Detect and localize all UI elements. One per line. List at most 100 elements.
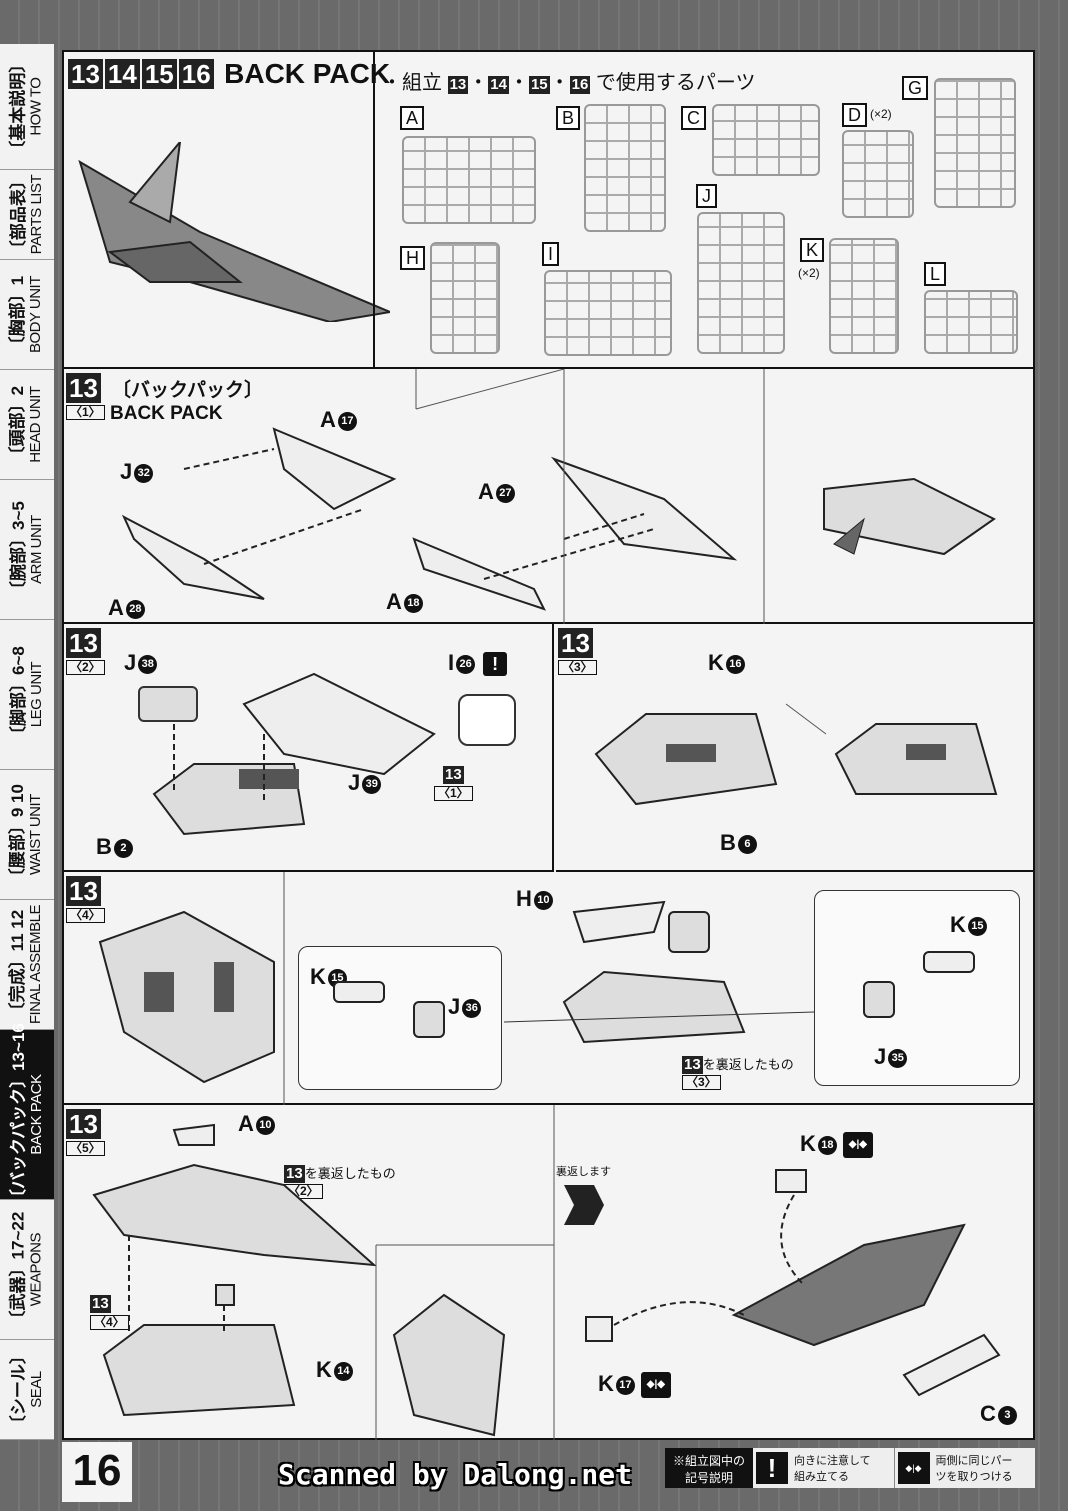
legend-text: 向きに注意して組み立てる [794,1455,871,1483]
step5-illustration [92,1105,1001,1440]
runner-K [829,238,899,354]
tab-jp: 〔完成〕11 12 [8,909,28,1020]
sidebar-tab[interactable]: 〔基本説明〕HOW TO [0,44,54,170]
tab-en: LEG UNIT [27,661,45,728]
step1-illustration [121,369,996,624]
step-title-jp: 〔バックパック〕 [112,380,264,401]
sidebar-tab[interactable]: 〔部品表〕PARTS LIST [0,170,54,260]
step-num: 14 [104,59,140,89]
sidebar-tab[interactable]: 〔シール〕SEAL [0,1340,54,1440]
step-num: 13 [66,876,101,906]
step-num: 13 [66,1109,101,1139]
tab-en: SEAL [27,1371,45,1408]
tab-en: HOW TO [27,77,45,136]
tab-jp: 〔武器〕17~22 [8,1211,28,1328]
tab-jp: 〔部品表〕 [8,172,28,257]
step-sub: 〈5〉 [66,1141,105,1156]
watermark: Scanned by Dalong.net [278,1458,633,1491]
runner-label: L [924,262,947,286]
step-num: 13 [447,76,469,94]
tab-en: ARM UNIT [27,515,45,584]
step-num: 15 [141,59,177,89]
runner-label: K [800,238,825,262]
tab-jp: 〔基本説明〕 [8,55,28,158]
ref-step-sub: 〈1〉 [434,786,473,801]
runner-label: A [400,106,425,130]
ref-step: 13〈4〉 [90,1295,129,1331]
runner-label: B [556,106,581,130]
tab-en: WEAPONS [27,1232,45,1307]
runner-label: I [542,242,560,266]
legend-item: ◆|◆ 両側に同じパーツを取りつける [894,1448,1035,1488]
tab-en: BODY UNIT [27,276,45,353]
symbol-legend: ※組立図中の記号説明 ! 向きに注意して組み立てる ◆|◆ 両側に同じパーツを取… [665,1448,1035,1488]
tab-en: BACK PACK [27,1074,45,1155]
runner-J [697,212,785,354]
runner-label: D [842,103,867,127]
step-num: 16 [178,59,214,89]
runner-A [402,136,536,224]
step3-illustration [594,703,998,806]
runner-D [842,130,914,218]
step-num: 16 [569,76,591,94]
tab-en: PARTS LIST [27,174,45,255]
legend-item: ! 向きに注意して組み立てる [753,1448,895,1488]
runner-label: H [400,246,425,270]
both-sides-icon: ◆|◆ [897,1452,930,1484]
runner-L [924,290,1018,354]
runner-H [430,242,500,354]
step-sub: 〈3〉 [558,660,597,675]
runner-label: G [902,76,929,100]
tab-en: FINAL ASSEMBLE [27,904,45,1025]
runner-I [544,270,672,356]
step-num: 15 [528,76,550,94]
flip-note: 裏返します [556,1166,611,1178]
parts-heading-post: で使用するパーツ [595,72,756,94]
step-sub: 〈2〉 [66,660,105,675]
tab-en: HEAD UNIT [27,386,45,463]
tab-jp: 〔バックパック〕13~16 [8,1023,28,1206]
arrow-icon [564,1185,604,1225]
legend-text: 両側に同じパーツを取りつける [935,1455,1013,1483]
runner-G [934,78,1016,208]
legend-title: ※組立図中の記号説明 [665,1448,753,1488]
step4-illustration [98,872,975,1105]
tab-jp: 〔シール〕 [8,1347,28,1432]
caution-icon: ! [756,1452,788,1484]
step-sub: 〈1〉 [66,405,105,420]
parts-heading-pre: ・組立 [382,72,442,94]
step-sub: 〈4〉 [66,908,105,923]
ref-step-num: 13 [443,766,464,784]
step-num: 14 [488,76,509,94]
step-num: 13 [558,628,593,658]
